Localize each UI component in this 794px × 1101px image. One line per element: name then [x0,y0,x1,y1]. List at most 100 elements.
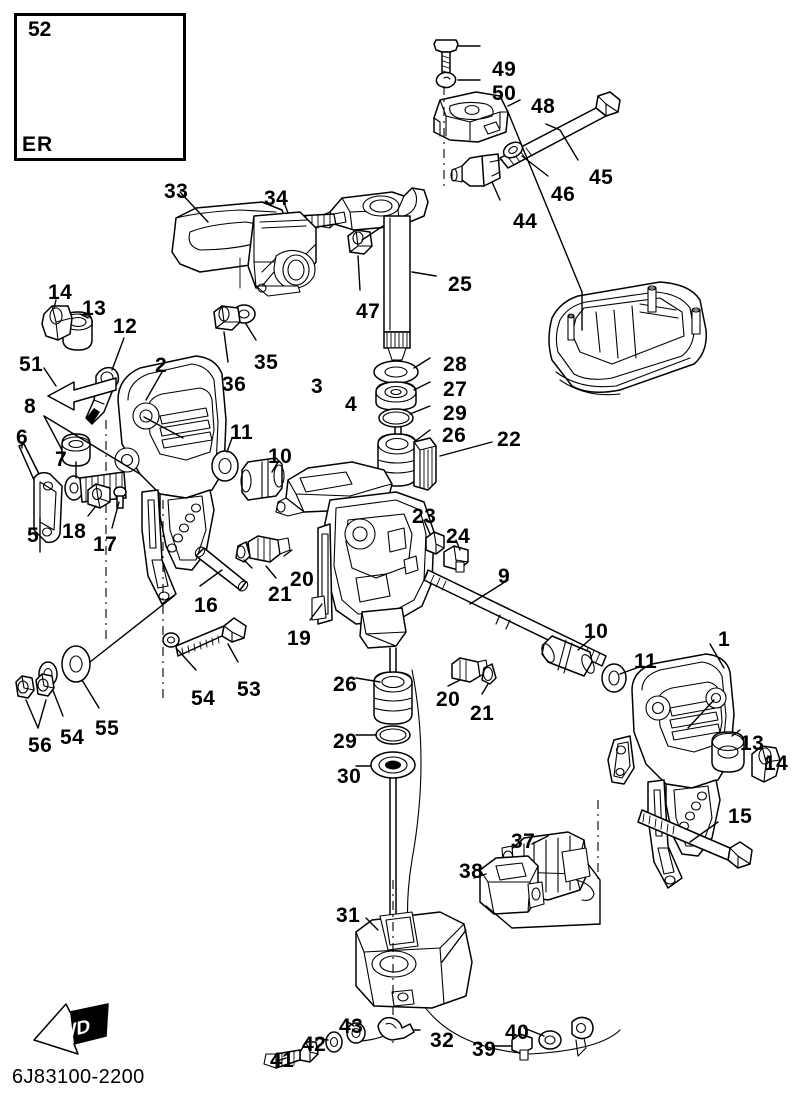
fwd-direction-marker [33,1003,109,1055]
part-5-link [33,471,63,553]
part-38-anode [473,855,601,929]
cable-terminal [571,1016,594,1057]
inset-callout-52: 52 [28,18,52,41]
callout-number-48: 48 [531,95,556,118]
callout-number-39: 39 [472,1038,497,1061]
callout-number-27: 27 [443,378,468,401]
callout-number-46: 46 [551,183,576,206]
part-10-bushing-right [541,635,595,677]
callout-number-13b: 13 [740,732,765,755]
part-10-bushing-left [240,457,285,501]
callout-number-20: 20 [290,568,315,591]
part-18-nut [87,483,111,517]
part-2-clamp-bracket-left [105,355,227,700]
callout-number-21b: 21 [470,702,495,725]
diagram-part-number: 6J83100-2200 [12,1066,145,1088]
callout-number-55: 55 [95,717,120,740]
part-31-lower-mount [355,880,473,1048]
part-50-washer [435,71,481,89]
part-27-bearing [375,381,431,411]
callout-number-22: 22 [497,428,522,451]
callout-number-10: 10 [268,445,293,468]
part-54-washer-mid [162,632,197,671]
callout-number-38: 38 [459,860,484,883]
callout-number-15: 15 [728,805,753,828]
callout-number-9: 9 [498,565,511,588]
callout-number-26: 26 [442,424,467,447]
callout-number-34: 34 [264,187,289,210]
part-28-bearing [373,357,431,384]
part-13-bushing-right [711,729,745,773]
part-22-shim [413,437,493,491]
callout-number-5: 5 [27,524,40,547]
part-29-oring [378,405,431,428]
callout-number-30: 30 [337,765,362,788]
part-33-handle-bracket [171,191,317,297]
callout-number-37: 37 [511,830,536,853]
part-21-cap-lower [481,663,497,695]
part-23-bolt [423,519,445,555]
callout-number-8: 8 [24,395,37,418]
callout-number-14b: 14 [764,752,789,775]
callout-number-45: 45 [589,166,614,189]
callout-number-21: 21 [268,583,293,606]
callout-number-3: 3 [311,375,324,398]
callout-number-16: 16 [194,594,219,617]
callout-number-23: 23 [412,505,437,528]
part-45-bolt [499,91,621,169]
callout-number-54: 54 [191,687,216,710]
callout-number-42: 42 [302,1033,327,1056]
callout-number-1: 1 [718,628,731,651]
part-43-washer [346,1021,366,1044]
part-26-bushing-lower [355,671,413,725]
part-20-grease-nipple-left [247,535,293,579]
callout-number-26b: 26 [333,673,358,696]
part-15-bolt-right [637,809,753,869]
callout-number-36: 36 [222,373,247,396]
part-53-bolt-left [175,617,247,663]
callout-number-4: 4 [345,393,358,416]
engine-holder-upper-right [507,111,707,396]
callout-number-19: 19 [287,627,312,650]
callout-number-29b: 29 [333,730,358,753]
part-21-cap-left [235,541,253,569]
callout-number-10b: 10 [584,620,609,643]
callout-number-35: 35 [254,351,279,374]
part-24-bolt [443,539,469,573]
part-11-washer-left [211,437,239,482]
callout-number-14: 14 [48,281,73,304]
callout-number-54b: 54 [60,726,85,749]
part-56-nuts [15,673,55,729]
part-55-washer [61,595,175,709]
part-41-bolt [263,1041,319,1069]
callout-number-6: 6 [16,426,29,449]
callout-number-12: 12 [113,315,138,338]
callout-number-11b: 11 [634,650,658,673]
part-20-grease-nipple-lower [447,657,489,687]
callout-number-47: 47 [356,300,381,323]
callout-number-11: 11 [230,421,254,444]
inset-box [14,13,186,161]
callout-number-56: 56 [28,734,53,757]
callout-number-32: 32 [430,1029,455,1052]
callout-number-20b: 20 [436,688,461,711]
part-8-bushing [43,415,141,475]
part-40-washer [523,1027,562,1050]
part-48-mount-bracket [433,91,521,143]
callout-number-49: 49 [492,58,517,81]
part-44-bushing [450,153,501,201]
part-39-screw [491,1033,533,1061]
part-47-nut [347,215,399,291]
callout-number-31: 31 [336,904,361,927]
callout-number-25: 25 [448,273,473,296]
callout-number-18: 18 [62,520,87,543]
part-36-nut [213,305,241,363]
part-32-clip [377,1016,421,1041]
callout-number-24: 24 [446,525,471,548]
callout-number-33: 33 [164,180,189,203]
part-30-seal [355,751,416,779]
callout-number-53: 53 [237,678,262,701]
callout-number-44: 44 [513,210,538,233]
callout-number-13: 13 [82,297,107,320]
